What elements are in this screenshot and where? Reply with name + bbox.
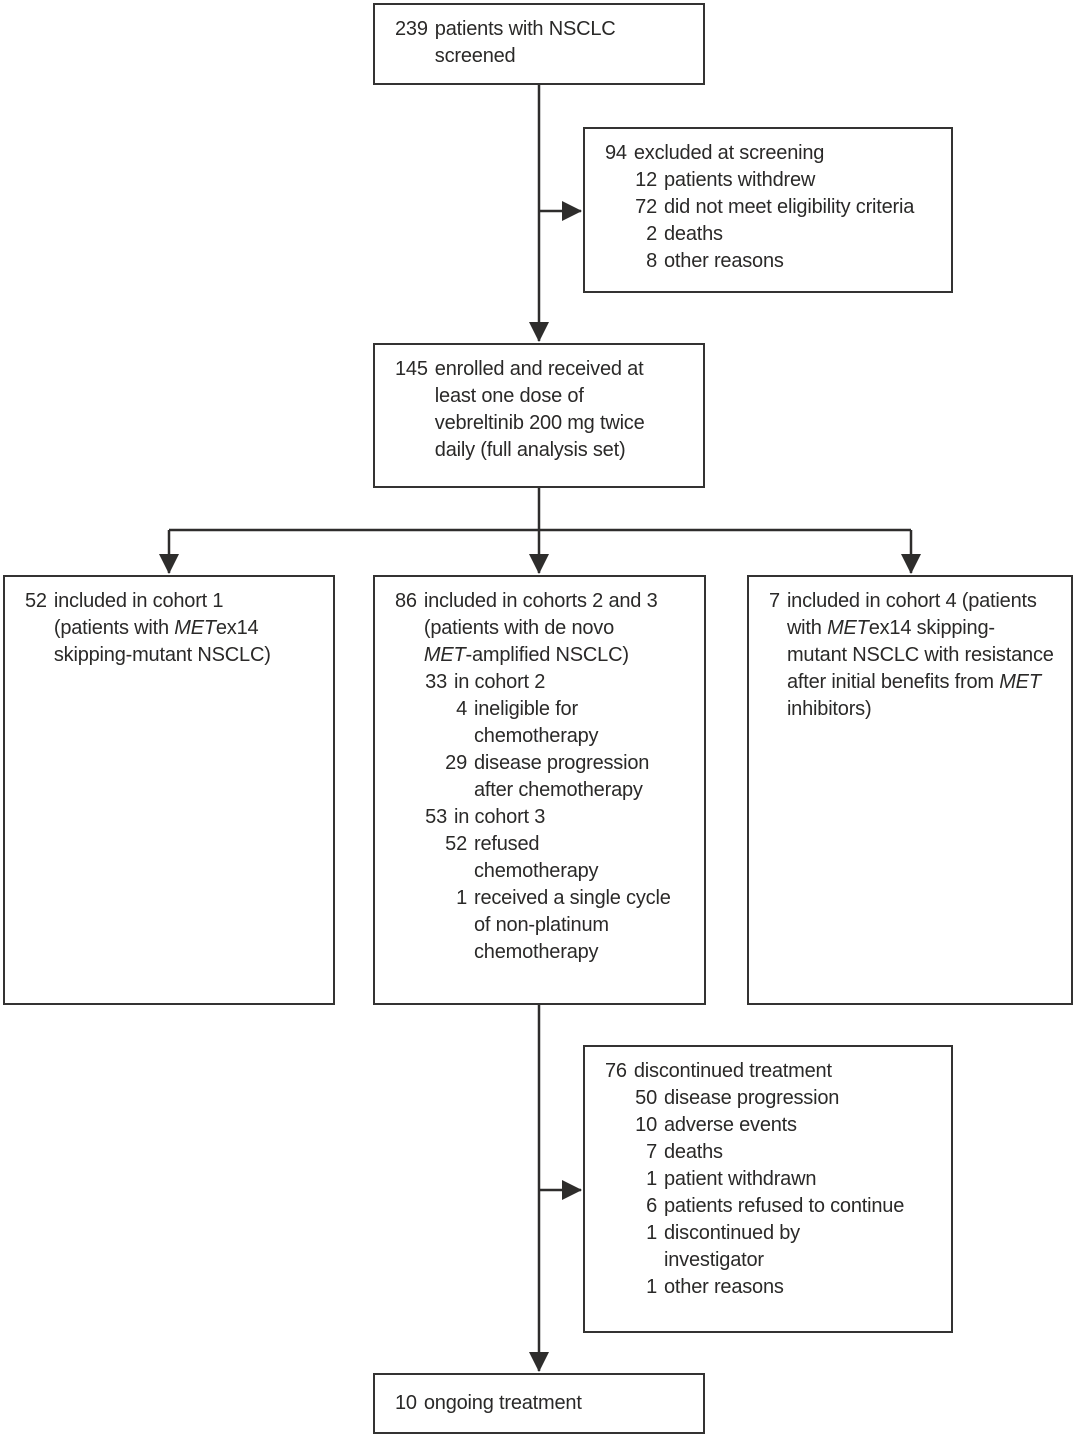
line-text: ineligible for chemotherapy [474,698,599,747]
flow-line: 239 patients with NSCLC screened [395,16,695,70]
count-value: 50 [635,1087,657,1109]
count-value: 33 [425,671,447,693]
flow-line: 7 included in cohort 4 (patients with MET… [769,588,1063,723]
line-text: deaths [664,223,723,245]
flow-line: 50 disease progression [633,1085,943,1112]
count-value: 1 [646,1222,657,1244]
flow-line: 12 patients withdrew [633,167,943,194]
flow-line: 72 did not meet eligibility criteria [633,194,943,221]
flow-line: 53 in cohort 3 [423,804,696,831]
flow-line: 6 patients refused to continue [633,1193,943,1220]
line-text: in cohort 3 [454,806,546,828]
line-text: did not meet eligibility criteria [664,196,915,218]
line-text: enrolled and received at least one dose … [434,358,645,461]
flow-line: 94 excluded at screening [605,140,943,167]
line-text: discontinued by investigator [664,1222,800,1271]
count-value: 10 [635,1114,657,1136]
line-text: deaths [664,1141,723,1163]
box-ongoing-treatment: 10 ongoing treatment [373,1373,705,1434]
flow-line: 1 patient withdrawn [633,1166,943,1193]
line-text: in cohort 2 [454,671,546,693]
box-cohort-4: 7 included in cohort 4 (patients with MET… [747,575,1073,1005]
flow-line: 10 ongoing treatment [395,1390,695,1417]
line-text: patients withdrew [664,169,816,191]
flow-line: 1 discontinued by investigator [633,1220,943,1274]
count-value: 7 [769,590,780,612]
line-text: included in cohorts 2 and 3 (patients wi… [423,590,658,666]
line-text: refused chemotherapy [474,833,599,882]
flow-line: 145 enrolled and received at least one do… [395,356,695,464]
box-cohort-1: 52 included in cohort 1 (patients with ME… [3,575,335,1005]
count-value: 145 [395,358,428,380]
count-value: 72 [635,196,657,218]
box-screened: 239 patients with NSCLC screened [373,3,705,85]
line-text: patients refused to continue [664,1195,905,1217]
line-text: patient withdrawn [664,1168,817,1190]
line-text: patients with NSCLC screened [434,18,616,67]
line-text: included in cohort 1 (patients with METe… [53,590,271,666]
count-value: 52 [445,833,467,855]
line-text: other reasons [664,1276,784,1298]
count-value: 4 [456,698,467,720]
flow-line: 76 discontinued treatment [605,1058,943,1085]
count-value: 12 [635,169,657,191]
flow-line: 86 included in cohorts 2 and 3 (patients … [395,588,696,669]
line-text: other reasons [664,250,784,272]
flow-line: 33 in cohort 2 [423,669,696,696]
flow-line: 7 deaths [633,1139,943,1166]
flow-line: 2 deaths [633,221,943,248]
count-value: 1 [646,1168,657,1190]
count-value: 29 [445,752,467,774]
line-text: included in cohort 4 (patients with METe… [786,590,1054,720]
box-excluded-at-screening: 94 excluded at screening 12 patients withdr… [583,127,953,293]
flow-line: 1 received a single cycle of non-platinum… [443,885,696,966]
flow-line: 52 refused chemotherapy [443,831,696,885]
count-value: 8 [646,250,657,272]
count-value: 76 [605,1060,627,1082]
count-value: 7 [646,1141,657,1163]
box-cohorts-2-and-3: 86 included in cohorts 2 and 3 (patients … [373,575,706,1005]
line-text: disease progression after chemotherapy [474,752,650,801]
count-value: 239 [395,18,428,40]
line-text: adverse events [664,1114,797,1136]
flow-line: 4 ineligible for chemotherapy [443,696,696,750]
line-text: discontinued treatment [633,1060,832,1082]
count-value: 52 [25,590,47,612]
count-value: 86 [395,590,417,612]
flow-line: 29 disease progression after chemotherapy [443,750,696,804]
count-value: 10 [395,1392,417,1414]
count-value: 94 [605,142,627,164]
box-enrolled: 145 enrolled and received at least one do… [373,343,705,488]
line-text: excluded at screening [633,142,825,164]
flow-line: 1 other reasons [633,1274,943,1301]
line-text: received a single cycle of non-platinum … [474,887,671,963]
count-value: 2 [646,223,657,245]
line-text: disease progression [664,1087,840,1109]
line-text: ongoing treatment [423,1392,582,1414]
count-value: 53 [425,806,447,828]
count-value: 1 [646,1276,657,1298]
flow-line: 52 included in cohort 1 (patients with ME… [25,588,325,669]
count-value: 6 [646,1195,657,1217]
count-value: 1 [456,887,467,909]
flow-line: 8 other reasons [633,248,943,275]
flow-line: 10 adverse events [633,1112,943,1139]
